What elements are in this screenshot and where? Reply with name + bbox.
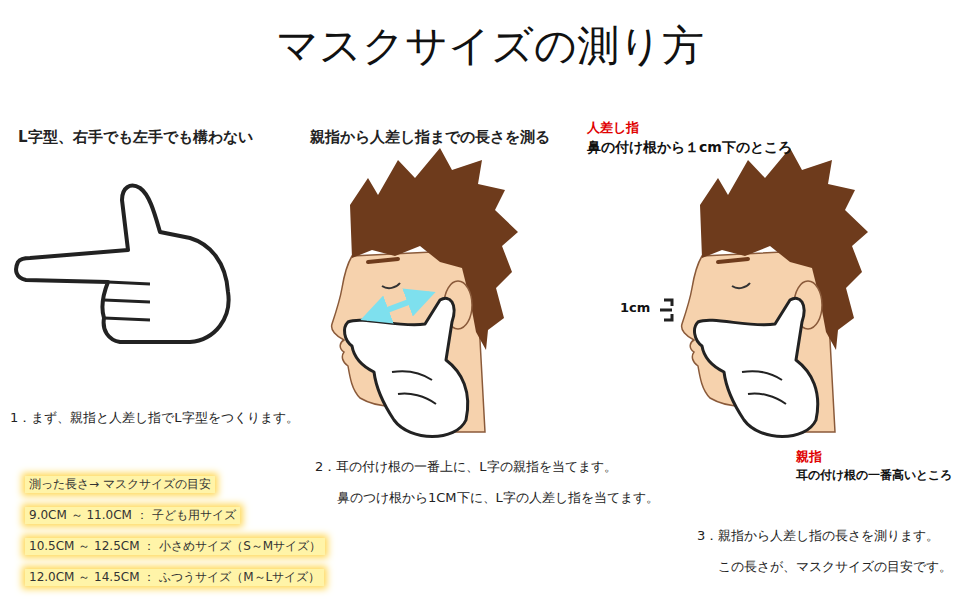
measure-arrow	[366, 294, 430, 318]
cm-bracket	[660, 300, 672, 320]
finger-lines	[104, 282, 150, 320]
position-note: 鼻の付け根から１cm下のところ	[587, 139, 792, 157]
step-text: 1．まず、親指と人差し指でL字型をつくります。	[10, 410, 299, 426]
dimension: 1cm	[620, 300, 650, 316]
step-text: 鼻のつけ根から1CM下に、L字の人差し指を当てます。	[337, 490, 659, 506]
step-text: 2．耳の付け根の一番上に、L字の親指を当てます。	[315, 459, 617, 475]
size-row: 10.5CM ～ 12.5CM ： 小さめサイズ（S～Mサイズ）	[25, 538, 325, 555]
size-row: 9.0CM ～ 11.0CM ： 子ども用サイズ	[25, 507, 240, 524]
head-profile	[332, 148, 518, 437]
page-title: マスクサイズの測り方	[276, 20, 704, 73]
position-note: 耳の付け根の一番高いところ	[796, 468, 952, 483]
panel-heading: 親指から人差し指までの長さを測る	[310, 128, 550, 147]
step-text: 3．親指から人差し指の長さを測ります。	[697, 528, 939, 544]
finger-name: 人差し指	[587, 120, 639, 136]
l-hand	[16, 186, 229, 342]
head-profile	[682, 148, 868, 437]
panel-heading: L字型、右手でも左手でも構わない	[18, 128, 253, 147]
size-heading: 測った長さ→ マスクサイズの目安	[25, 476, 215, 493]
size-row: 12.0CM ～ 14.5CM ： ふつうサイズ（M～Lサイズ）	[25, 569, 324, 586]
step-text: この長さが、マスクサイズの目安です。	[718, 559, 952, 575]
finger-name: 親指	[796, 449, 822, 465]
